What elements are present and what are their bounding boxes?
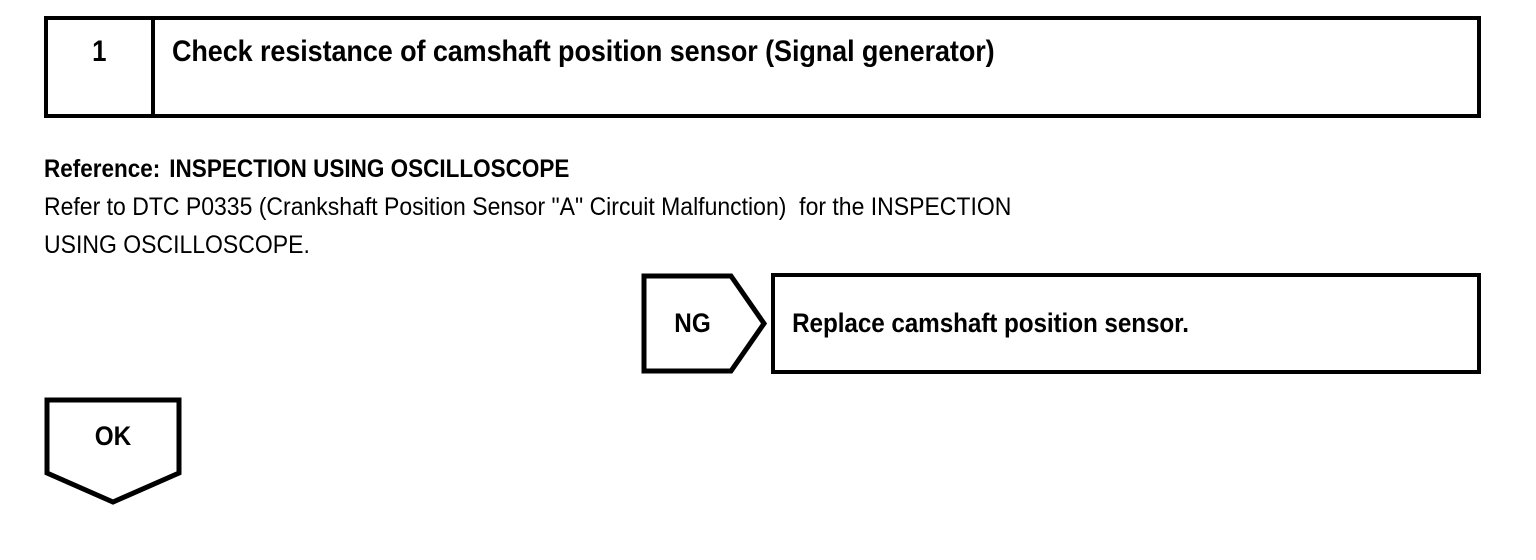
reference-label: Reference: xyxy=(44,155,161,183)
ok-arrow-icon xyxy=(44,397,182,505)
step-title-cell: Check resistance of camshaft position se… xyxy=(155,20,1477,114)
ng-arrow-icon xyxy=(641,273,767,374)
ng-action-box: Replace camshaft position sensor. xyxy=(771,273,1481,374)
ng-action-text: Replace camshaft position sensor. xyxy=(792,308,1189,338)
ng-branch-label: NG xyxy=(674,308,711,338)
step-number: 1 xyxy=(92,35,107,68)
reference-target: INSPECTION USING OSCILLOSCOPE xyxy=(169,155,570,183)
ng-branch-arrow: NG xyxy=(641,273,767,374)
ok-branch-arrow: OK xyxy=(44,397,182,505)
reference-heading: Reference: INSPECTION USING OSCILLOSCOPE xyxy=(44,150,1304,188)
reference-block: Reference:INSPECTION USING OSCILLOSCOPE … xyxy=(44,150,1444,264)
step-title: Check resistance of camshaft position se… xyxy=(172,35,995,68)
reference-body: Refer to DTC P0335 (Crankshaft Position … xyxy=(44,193,1012,259)
step-number-cell: 1 xyxy=(48,20,155,114)
ok-branch-label: OK xyxy=(94,420,132,451)
step-table: 1 Check resistance of camshaft position … xyxy=(44,16,1481,118)
